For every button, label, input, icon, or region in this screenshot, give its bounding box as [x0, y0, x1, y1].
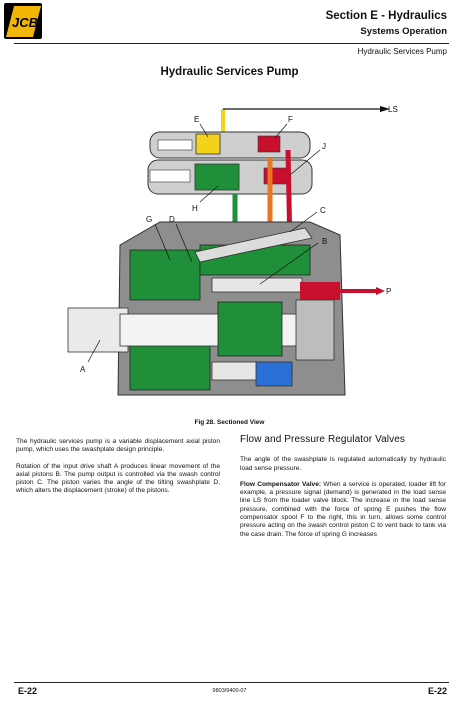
label-a: A [80, 365, 86, 374]
piston-b-upper [211, 277, 303, 293]
regulator-intro: The angle of the swashplate is regulated… [240, 456, 446, 472]
pump-sectioned-view: LS E F J H G D C B P A [67, 105, 398, 396]
ls-arrow [380, 106, 390, 112]
page-number-right: E-22 [427, 686, 447, 696]
left-column: The hydraulic services pump is a variabl… [16, 438, 220, 504]
label-p: P [386, 287, 391, 296]
header-divider [14, 43, 449, 44]
label-d: D [169, 215, 175, 224]
swashplate-lower [129, 344, 211, 391]
lower-end-cap [149, 169, 191, 183]
flow-compensator-paragraph: Flow Compensator Valve: When a service i… [240, 481, 446, 539]
cylinder-barrel [217, 301, 283, 357]
drive-paragraph: Rotation of the input drive shaft A prod… [16, 462, 220, 495]
label-f: F [288, 115, 293, 124]
page-title: Hydraulic Services Pump [160, 66, 299, 78]
page-header: Section E - Hydraulics Systems Operation [326, 10, 447, 37]
document-code: 9803/9400-07 [212, 688, 247, 694]
spring-e [195, 133, 221, 155]
spring-h [194, 163, 240, 191]
label-j: J [322, 142, 326, 151]
flow-compensator-title: Flow Compensator Valve: [240, 480, 322, 488]
pressure-port-red [300, 282, 340, 300]
leader-lines [87, 123, 321, 363]
section-title: Section E - Hydraulics [325, 10, 447, 22]
systems-operation-label: Systems Operation [360, 26, 447, 37]
swashplate-d [129, 249, 201, 301]
footer-divider [14, 682, 449, 683]
label-e: E [194, 115, 199, 124]
flow-spool-f [257, 135, 281, 153]
label-c: C [320, 206, 326, 215]
p-arrow [376, 287, 385, 295]
flow-compensator-body: When a service is operated, loader lift … [240, 480, 446, 538]
page-number-left: E-22 [18, 686, 38, 696]
label-h: H [192, 204, 198, 213]
label-b: B [322, 237, 327, 246]
upper-end-cap [157, 139, 193, 151]
intro-paragraph: The hydraulic services pump is a variabl… [16, 438, 220, 454]
jcb-logo: JCB [4, 3, 42, 39]
figure-caption: Fig 28. Sectioned View [194, 419, 265, 426]
rear-bearing [295, 299, 335, 361]
logo-text: JCB [12, 15, 38, 30]
shaft-splines [67, 307, 129, 353]
label-ls: LS [388, 105, 398, 114]
control-piston-c [194, 227, 313, 263]
header-subheading: Hydraulic Services Pump [357, 47, 447, 56]
suction-port-blue [255, 361, 293, 387]
regulator-heading: Flow and Pressure Regulator Valves [240, 434, 405, 445]
label-g: G [146, 215, 152, 224]
right-column: Flow and Pressure Regulator Valves The a… [240, 434, 446, 547]
